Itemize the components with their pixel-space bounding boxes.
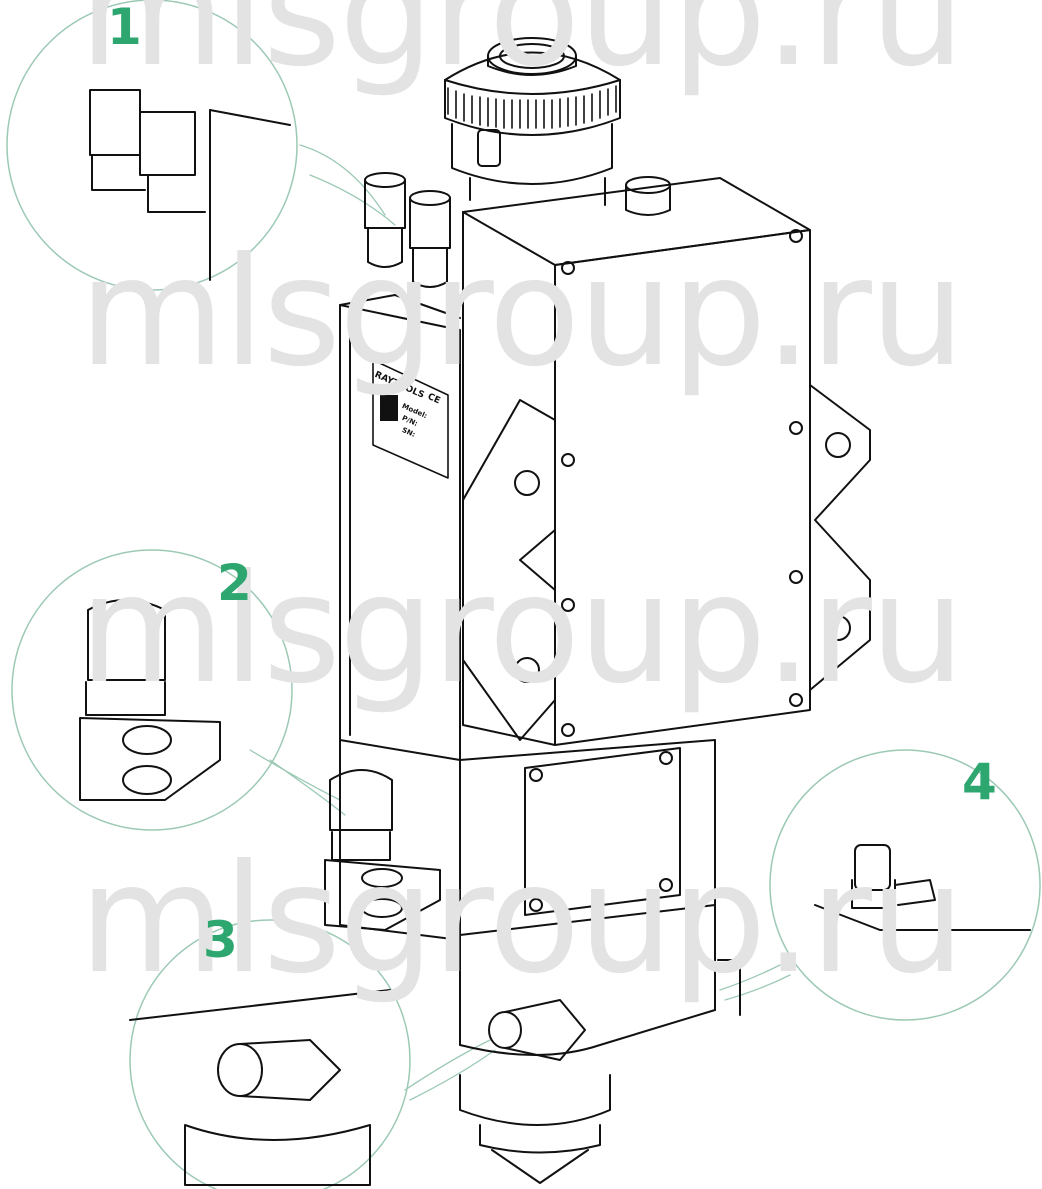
callout-number-4: 4 — [962, 753, 997, 811]
callout-3-circle — [129, 919, 411, 1189]
callout-2-circle — [11, 549, 293, 831]
mounting-bracket-right — [809, 384, 871, 691]
mounting-bracket-left — [462, 399, 556, 741]
bottom-cover-plate — [524, 747, 681, 916]
focus-module — [444, 37, 621, 206]
side-gas-fitting — [324, 769, 441, 931]
nozzle-assembly — [459, 999, 611, 1184]
callout-number-3: 3 — [203, 911, 238, 969]
callout-1-circle — [6, 0, 298, 291]
top-air-fittings — [364, 172, 451, 288]
knurled-ring-top — [447, 85, 617, 129]
callout-4-circle — [769, 749, 1041, 1021]
callout-number-2: 2 — [217, 554, 252, 612]
callout-number-1: 1 — [107, 0, 142, 56]
side-control-box — [462, 176, 811, 746]
nameplate — [372, 359, 449, 479]
leader-lines — [249, 144, 791, 1101]
